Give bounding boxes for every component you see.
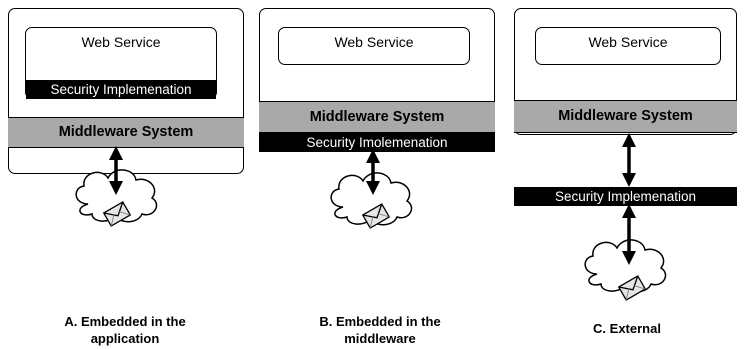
panel-a-web-service-label: Web Service (81, 34, 161, 50)
panel-b-middleware-bar: Middleware System (259, 101, 495, 133)
panel-b-caption-line2: middleware (344, 331, 416, 346)
panel-b-caption-line1: B. Embedded in the (319, 314, 441, 329)
panel-a-caption-line2: application (90, 331, 160, 346)
panel-a-middleware-label: Middleware System (58, 124, 194, 140)
panel-c-caption: C. External (527, 320, 727, 337)
panel-a-security-label: Security Implemenation (50, 82, 192, 97)
panel-b-middleware-label: Middleware System (309, 109, 445, 125)
panel-c-security-bar: Security Implemenation (514, 187, 737, 206)
panel-a-caption-line1: A. Embedded in the (64, 314, 186, 329)
panel-a-middleware-bar: Middleware System (8, 117, 244, 148)
panel-b-web-service-box: Web Service (278, 27, 470, 65)
panel-b-security-bar: Security Imolemenation (259, 133, 495, 152)
panel-c-caption-line1: C. External (593, 321, 661, 336)
panel-c-web-service-box: Web Service (535, 27, 721, 65)
panel-c-middleware-label: Middleware System (558, 108, 693, 124)
panel-a-caption: A. Embedded in the application (20, 313, 230, 347)
panel-c-security-label: Security Implemenation (554, 189, 697, 204)
panel-b-caption: B. Embedded in the middleware (275, 313, 485, 347)
panel-c-middleware-bar: Middleware System (514, 100, 737, 133)
panel-a-security-bar: Security Implemenation (26, 80, 216, 99)
panel-c-web-service-label: Web Service (588, 34, 668, 50)
panel-b-security-label: Security Imolemenation (306, 135, 448, 150)
panel-b-web-service-label: Web Service (334, 34, 414, 50)
